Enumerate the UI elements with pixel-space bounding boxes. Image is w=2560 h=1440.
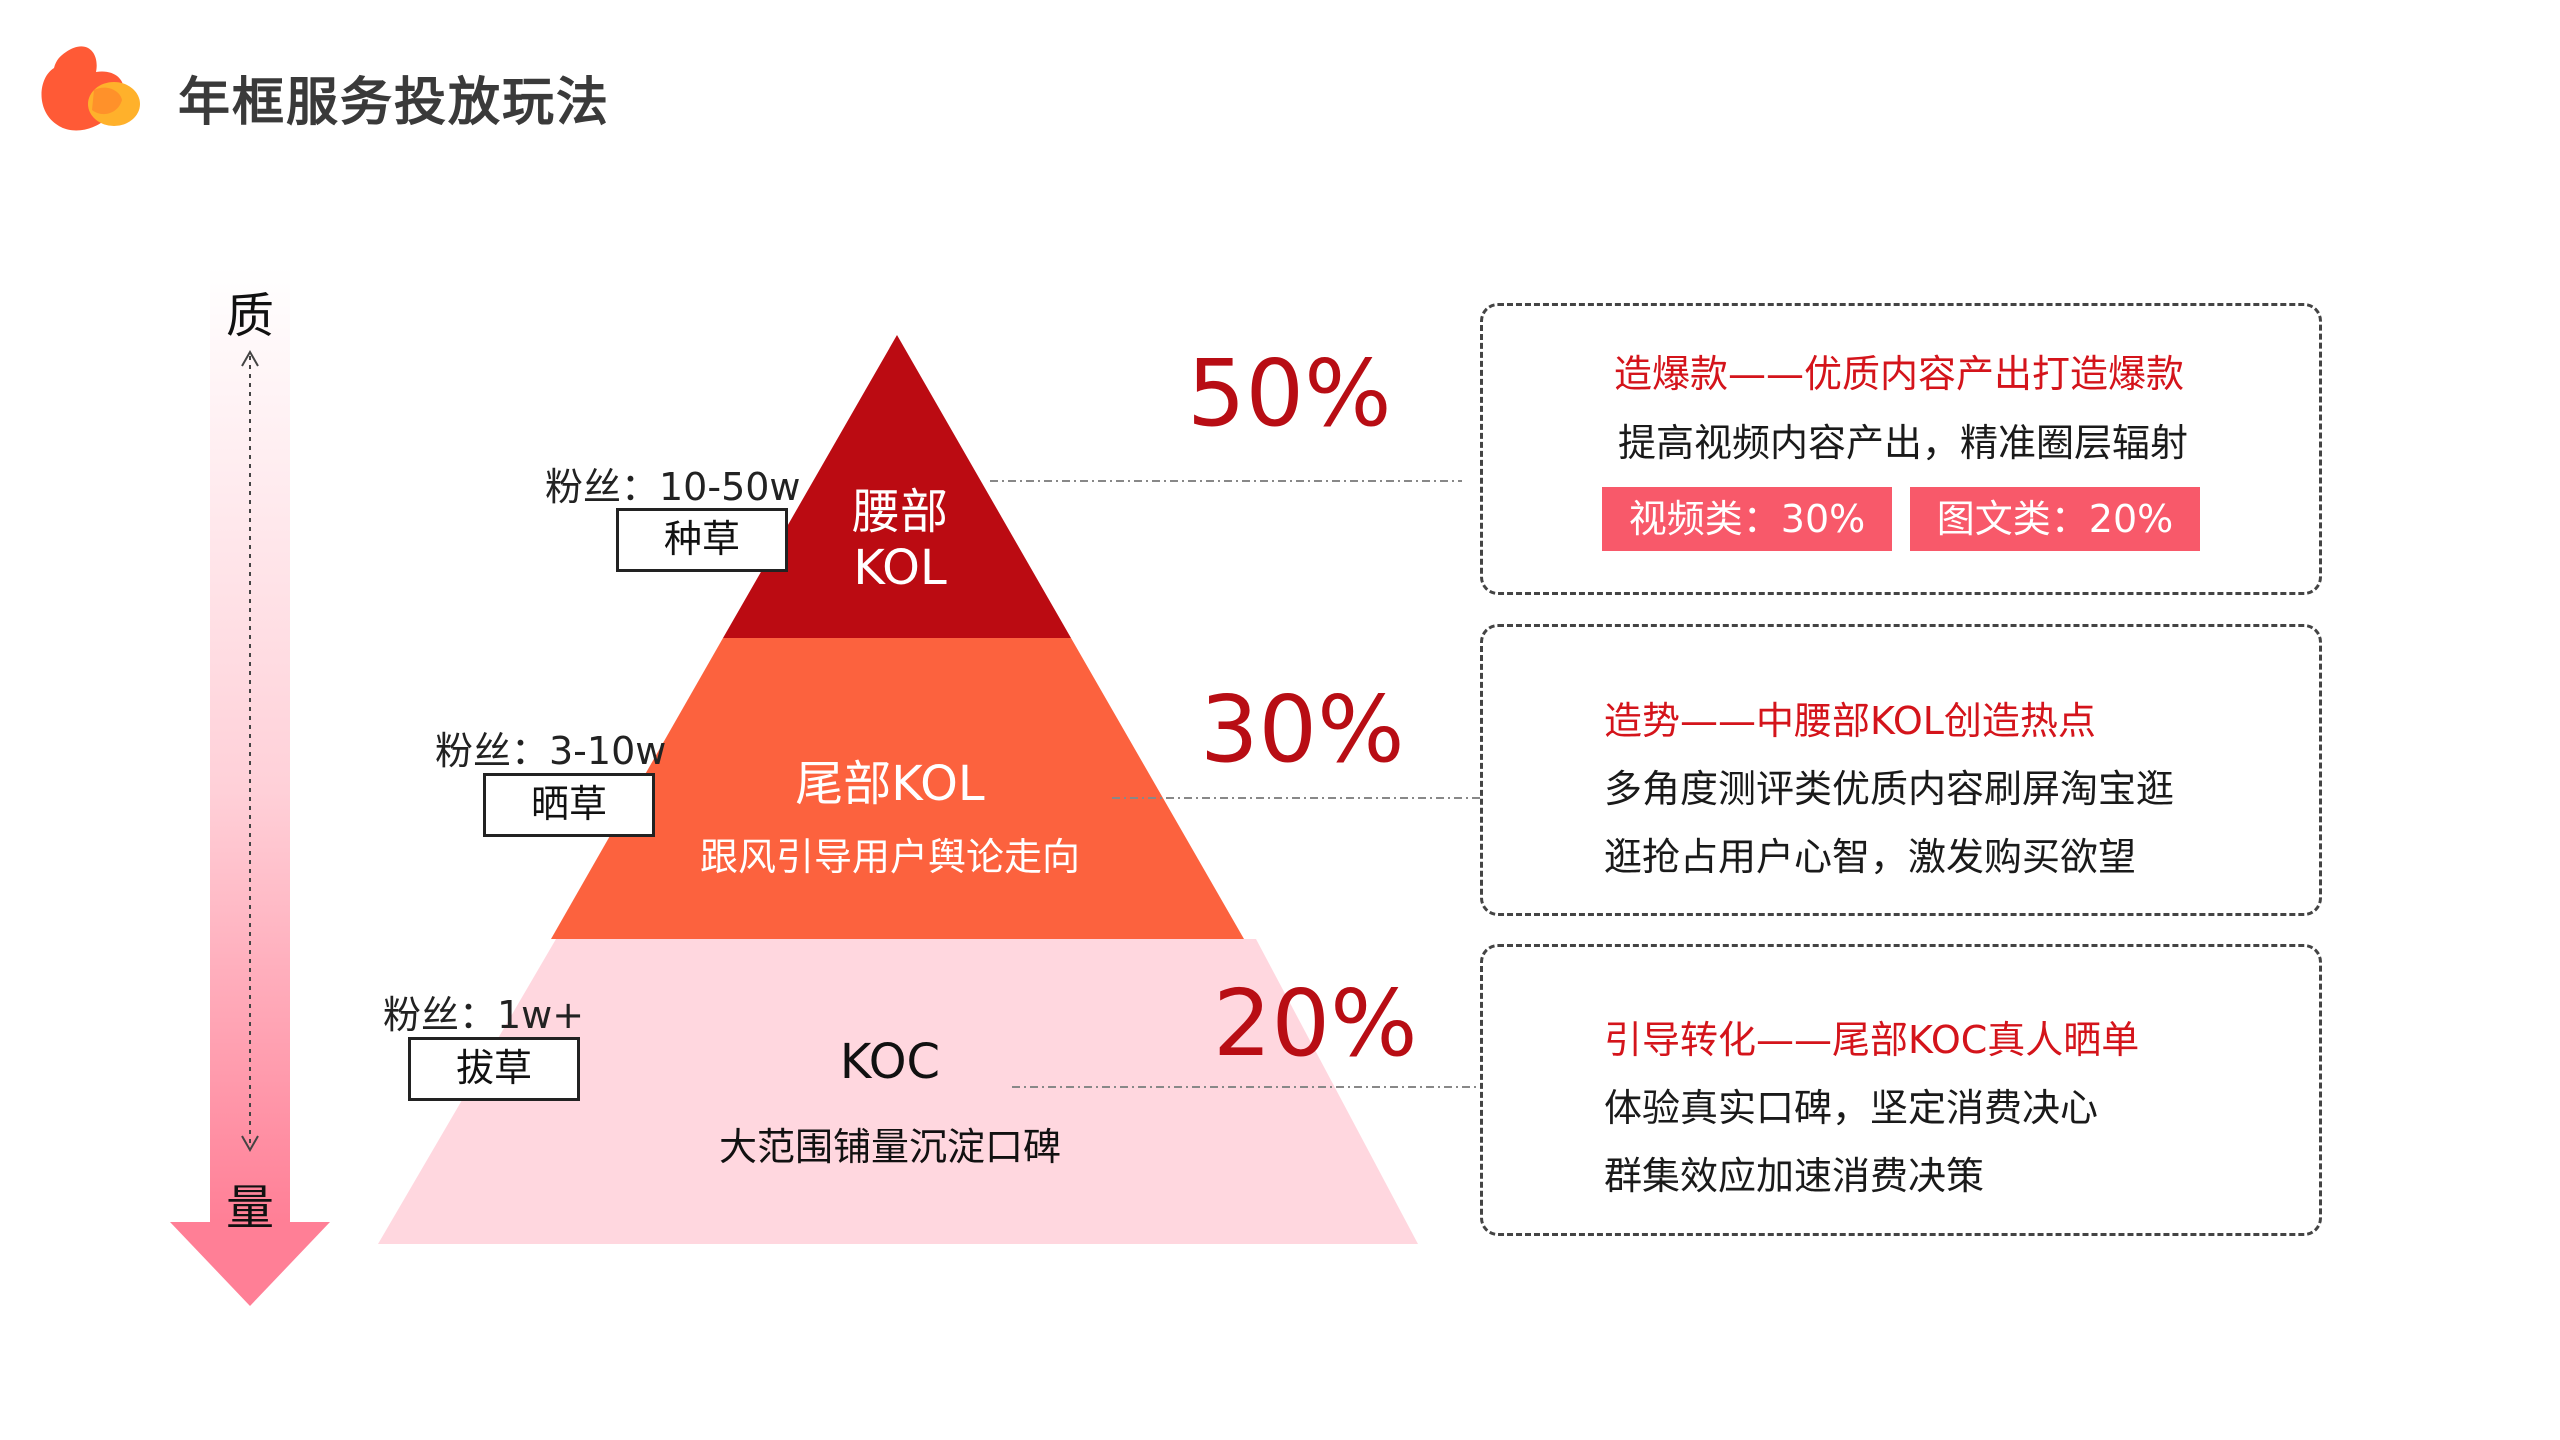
box-2-heading: 造势——中腰部KOL创造热点 xyxy=(1604,699,2096,743)
percent-tail-kol: 30% xyxy=(1200,676,1405,783)
percent-waist-kol: 50% xyxy=(1187,340,1392,447)
pyramid-tier-waist-kol xyxy=(723,335,1071,638)
axis-label-quality: 质 xyxy=(225,288,274,344)
page-title: 年框服务投放玩法 xyxy=(178,73,611,133)
tag-box-waist-kol: 种草 xyxy=(616,508,788,572)
strategy-box-2 xyxy=(1480,624,2322,916)
tag-box-koc: 拔草 xyxy=(408,1037,580,1101)
box-1-line-1: 提高视频内容产出，精准圈层辐射 xyxy=(1618,421,2189,465)
tier-subtitle-tail-kol: 跟风引导用户舆论走向 xyxy=(699,835,1080,879)
axis-label-quantity: 量 xyxy=(225,1180,274,1236)
strategy-box-3 xyxy=(1480,944,2322,1236)
fans-label-tail-kol: 粉丝：3-10w xyxy=(435,729,667,773)
pyramid-tier-koc xyxy=(378,939,1418,1244)
tier-name-tail-kol: 尾部KOL xyxy=(795,756,985,812)
box-3-heading: 引导转化——尾部KOC真人晒单 xyxy=(1604,1018,2140,1062)
tier-name-koc: KOC xyxy=(839,1034,941,1090)
pill-image-text-share: 图文类：20% xyxy=(1910,487,2200,551)
box-2-line-2: 逛抢占用户心智，激发购买欲望 xyxy=(1604,835,2137,879)
fans-label-koc: 粉丝：1w+ xyxy=(383,993,585,1037)
pyramid-tier-tail-kol xyxy=(551,638,1244,939)
quality-quantity-arrow xyxy=(170,266,330,1306)
box-3-line-2: 群集效应加速消费决策 xyxy=(1604,1154,1985,1198)
tier-name-waist-kol: 腰部 KOL xyxy=(851,484,948,596)
box-1-heading: 造爆款——优质内容产出打造爆款 xyxy=(1614,352,2185,396)
tag-box-tail-kol: 晒草 xyxy=(483,773,655,837)
pill-video-share: 视频类：30% xyxy=(1602,487,1892,551)
fans-label-waist-kol: 粉丝：10-50w xyxy=(545,465,801,509)
box-3-line-1: 体验真实口碑，坚定消费决心 xyxy=(1604,1086,2099,1130)
percent-koc: 20% xyxy=(1213,970,1418,1077)
box-2-line-1: 多角度测评类优质内容刷屏淘宝逛 xyxy=(1604,767,2175,811)
tier-subtitle-koc: 大范围铺量沉淀口碑 xyxy=(718,1125,1061,1169)
blob-logo-icon xyxy=(41,46,140,131)
